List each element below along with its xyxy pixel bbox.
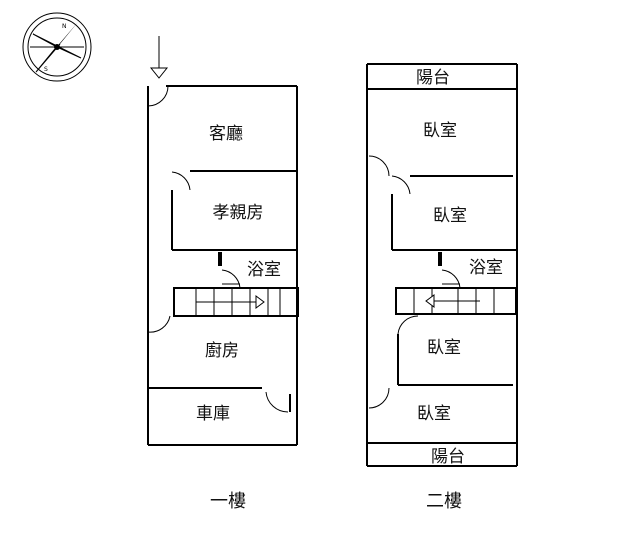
entrance-arrow-icon bbox=[149, 36, 169, 79]
room-label-bedroom-2: 臥室 bbox=[433, 206, 467, 226]
room-label-balcony-top: 陽台 bbox=[416, 68, 450, 88]
room-label-kitchen: 廚房 bbox=[205, 340, 239, 361]
room-label-bathroom-2f: 浴室 bbox=[469, 258, 503, 278]
room-label-balcony-bottom: 陽台 bbox=[431, 447, 465, 467]
floor1-plan: 客廳 孝親房 浴室 廚房 車庫 bbox=[147, 85, 299, 446]
room-label-bedroom-3: 臥室 bbox=[427, 338, 461, 358]
compass-south-label: S bbox=[44, 66, 48, 73]
room-label-elder-room: 孝親房 bbox=[213, 203, 264, 223]
room-label-living-room: 客廳 bbox=[209, 124, 243, 144]
compass-rose-icon: N S bbox=[22, 12, 92, 82]
floor2-label: 二樓 bbox=[426, 491, 462, 512]
room-label-bedroom-4: 臥室 bbox=[417, 404, 451, 424]
floor1-label: 一樓 bbox=[210, 491, 246, 512]
floor2-plan: 陽台 臥室 臥室 浴室 臥室 臥室 陽台 bbox=[366, 63, 518, 467]
room-label-bathroom: 浴室 bbox=[247, 260, 281, 280]
room-label-bedroom-1: 臥室 bbox=[423, 121, 457, 141]
compass-north-label: N bbox=[62, 23, 67, 30]
room-label-garage: 車庫 bbox=[196, 404, 230, 424]
